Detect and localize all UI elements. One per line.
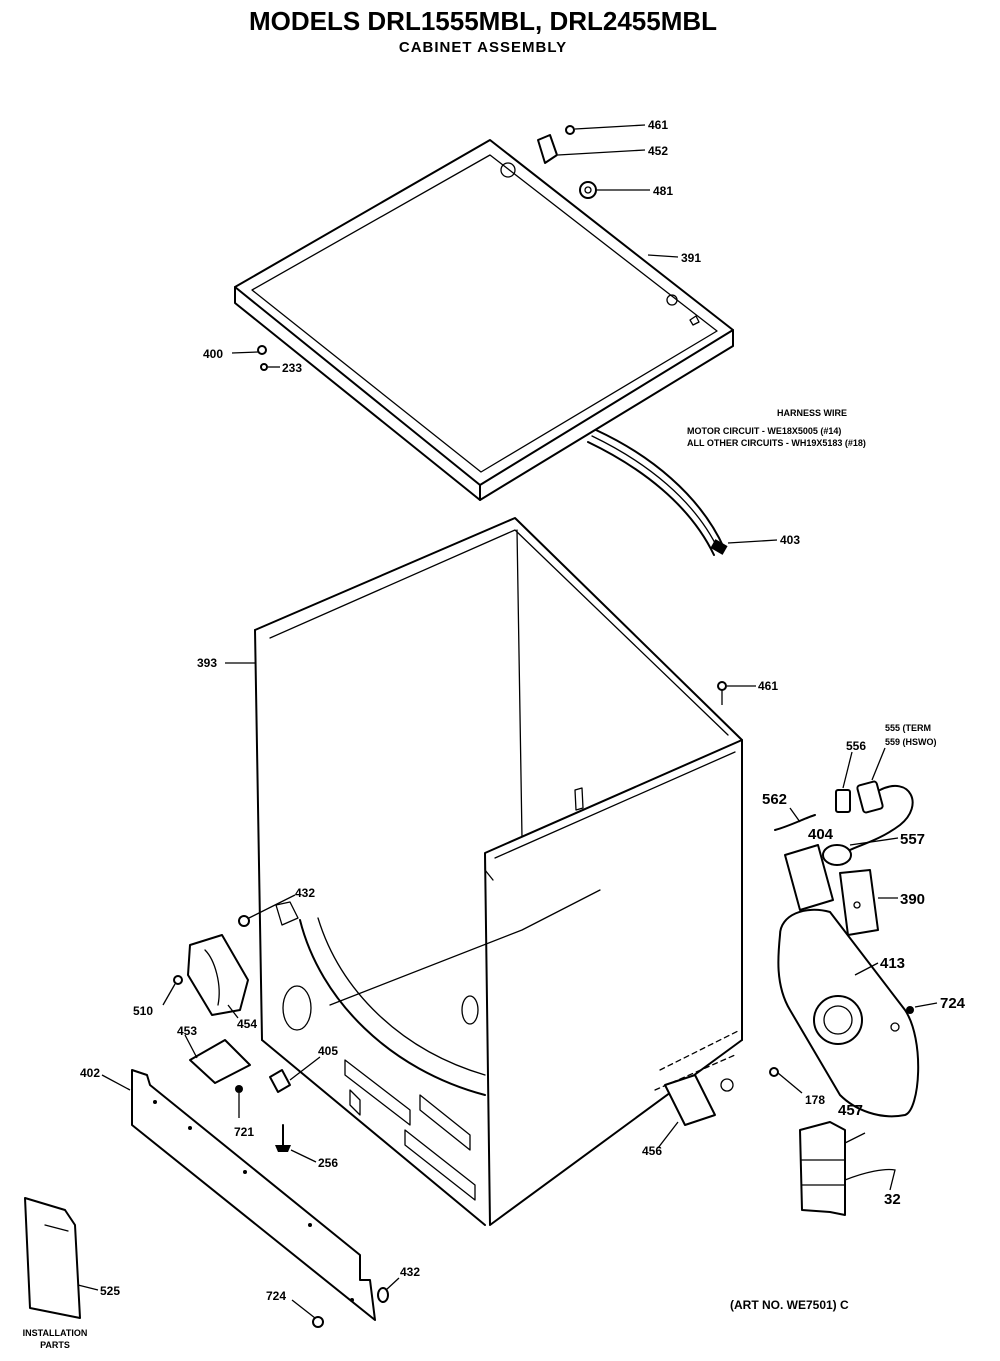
clip-481 [579, 181, 650, 199]
leader-403 [727, 539, 778, 544]
label-393: 393 [197, 656, 217, 670]
label-405: 405 [318, 1044, 338, 1058]
label-562: 562 [762, 791, 787, 808]
label-525: 525 [100, 1284, 120, 1298]
screw-461-top [565, 124, 646, 135]
label-32: 32 [884, 1191, 901, 1208]
washer-233 [260, 363, 280, 371]
label-461-top: 461 [648, 118, 668, 132]
label-510: 510 [133, 1004, 153, 1018]
label-256: 256 [318, 1156, 338, 1170]
label-178: 178 [805, 1093, 825, 1107]
terminal-555-559 [849, 747, 914, 851]
label-402: 402 [80, 1066, 100, 1080]
terminal-note-line2: 559 (HSWO) [885, 737, 937, 747]
filter-457 [799, 1121, 866, 1216]
lamp-557 [822, 837, 899, 866]
leader-391 [647, 254, 679, 258]
diagram-subtitle: CABINET ASSEMBLY [399, 39, 567, 56]
clip-405 [269, 1056, 321, 1093]
screw-461-side [717, 681, 756, 705]
label-391: 391 [681, 251, 701, 265]
leveling-leg-256 [275, 1124, 317, 1163]
clip-432-lower [377, 1277, 400, 1303]
screw-400 [231, 345, 267, 355]
label-481: 481 [653, 184, 673, 198]
label-432-lower: 432 [400, 1265, 420, 1279]
label-557: 557 [900, 831, 925, 848]
wire-562 [774, 807, 816, 831]
installation-parts-525 [24, 1197, 99, 1319]
harness-note-heading: HARNESS WIRE [777, 408, 847, 418]
bracket-453 [184, 1034, 251, 1084]
screw-721 [235, 1085, 243, 1118]
label-432-upper: 432 [295, 886, 315, 900]
bracket-404 [784, 844, 834, 911]
pump-bracket-456 [657, 1074, 716, 1149]
cabinet-body [254, 517, 743, 1226]
terminal-note-line1: 555 (TERM [885, 723, 931, 733]
label-461-side: 461 [758, 679, 778, 693]
top-panel [234, 139, 734, 501]
label-556: 556 [846, 739, 866, 753]
label-724-bottom: 724 [266, 1289, 286, 1303]
back-panel-413 [777, 908, 920, 1118]
bracket-452 [537, 134, 646, 164]
label-403: 403 [780, 533, 800, 547]
label-400: 400 [203, 347, 223, 361]
diagram-title: MODELS DRL1555MBL, DRL2455MBL [249, 6, 717, 36]
harness-note-line2: ALL OTHER CIRCUITS - WH19X5183 (#18) [687, 438, 866, 448]
harness-wire-strap [587, 429, 728, 556]
plate-390 [839, 869, 898, 936]
label-721: 721 [234, 1125, 254, 1139]
clip-432-upper [238, 894, 296, 927]
label-724-right: 724 [940, 995, 966, 1012]
leader-32 [844, 1168, 896, 1191]
toe-panel-402 [101, 1069, 376, 1321]
installation-label-line2: PARTS [40, 1340, 70, 1350]
screw-510 [162, 975, 183, 1006]
screw-724-bottom [291, 1299, 324, 1328]
art-number: (ART NO. WE7501) C [730, 1298, 849, 1312]
terminal-556 [835, 751, 853, 813]
harness-note-line1: MOTOR CIRCUIT - WE18X5005 (#14) [687, 426, 841, 436]
label-413: 413 [880, 955, 905, 972]
label-454: 454 [237, 1017, 257, 1031]
screw-178 [769, 1067, 803, 1094]
label-404: 404 [808, 826, 834, 843]
label-390: 390 [900, 891, 925, 908]
screw-724-right [906, 1002, 938, 1014]
label-456: 456 [642, 1144, 662, 1158]
label-457: 457 [838, 1102, 863, 1119]
label-233: 233 [282, 361, 302, 375]
installation-label-line1: INSTALLATION [23, 1328, 88, 1338]
hinge-454 [187, 934, 249, 1019]
label-453: 453 [177, 1024, 197, 1038]
label-452: 452 [648, 144, 668, 158]
